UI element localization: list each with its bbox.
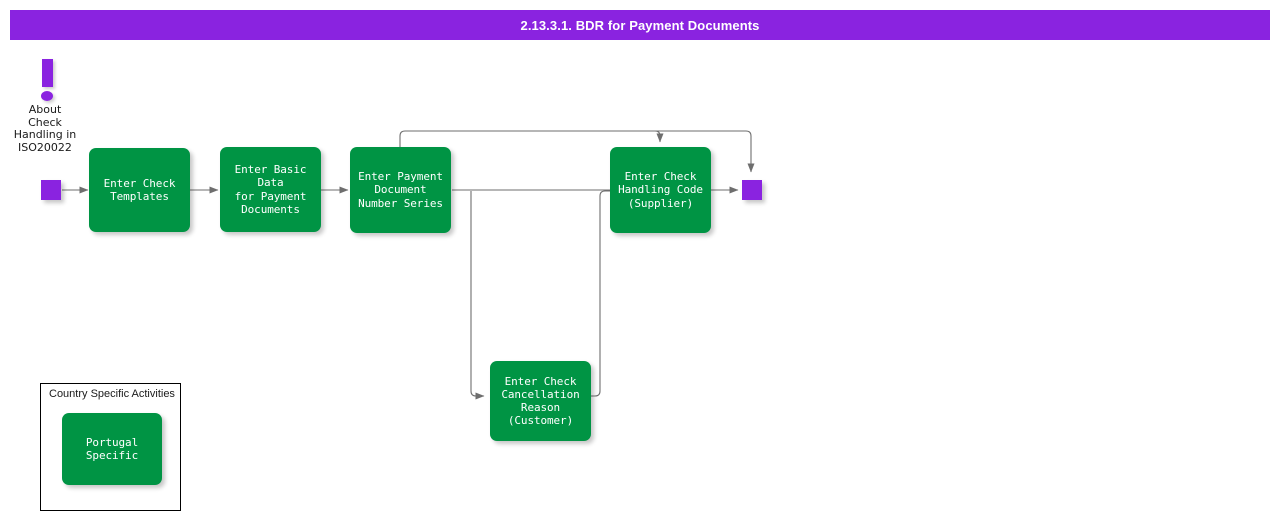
connector-cancellation-reason-return-rail — [590, 190, 612, 397]
start-terminator[interactable] — [41, 180, 61, 200]
node-enter-check-cancellation-reason-customer[interactable]: Enter Check Cancellation Reason (Custome… — [490, 361, 591, 441]
node-label: Enter Basic Data for Payment Documents — [234, 163, 307, 216]
page-title: 2.13.3.1. BDR for Payment Documents — [520, 17, 760, 33]
node-label: Enter Check Cancellation Reason (Custome… — [501, 374, 580, 428]
node-label: Enter Check Handling Code (Supplier) — [618, 170, 703, 210]
legend-item-label: Portugal Specific — [85, 435, 139, 462]
node-enter-payment-document-number-series[interactable]: Enter Payment Document Number Series — [350, 147, 451, 233]
about-note-group: About Check Handling in ISO20022 — [2, 58, 88, 154]
end-terminator[interactable] — [742, 180, 762, 200]
legend-title: Country Specific Activities — [49, 388, 175, 400]
about-note-label: About Check Handling in ISO20022 — [13, 103, 77, 154]
node-enter-check-handling-code-supplier[interactable]: Enter Check Handling Code (Supplier) — [610, 147, 711, 233]
connector-rail-to-cancellation-reason — [470, 191, 485, 400]
exclamation-mark-icon — [2, 58, 88, 103]
exclamation-dot — [41, 91, 53, 101]
node-enter-basic-data-for-payment-documents[interactable]: Enter Basic Data for Payment Documents — [220, 147, 321, 232]
legend-item-portugal-specific[interactable]: Portugal Specific — [62, 413, 162, 485]
page-header-bar: 2.13.3.1. BDR for Payment Documents — [10, 10, 1270, 40]
node-label: Enter Check Templates — [103, 176, 176, 203]
node-label: Enter Payment Document Number Series — [358, 170, 443, 210]
connector-number-series-to-handling-code — [399, 130, 664, 147]
country-specific-activities-legend: Country Specific Activities Portugal Spe… — [40, 383, 181, 511]
exclamation-bar — [42, 59, 53, 87]
node-enter-check-templates[interactable]: Enter Check Templates — [89, 148, 190, 232]
